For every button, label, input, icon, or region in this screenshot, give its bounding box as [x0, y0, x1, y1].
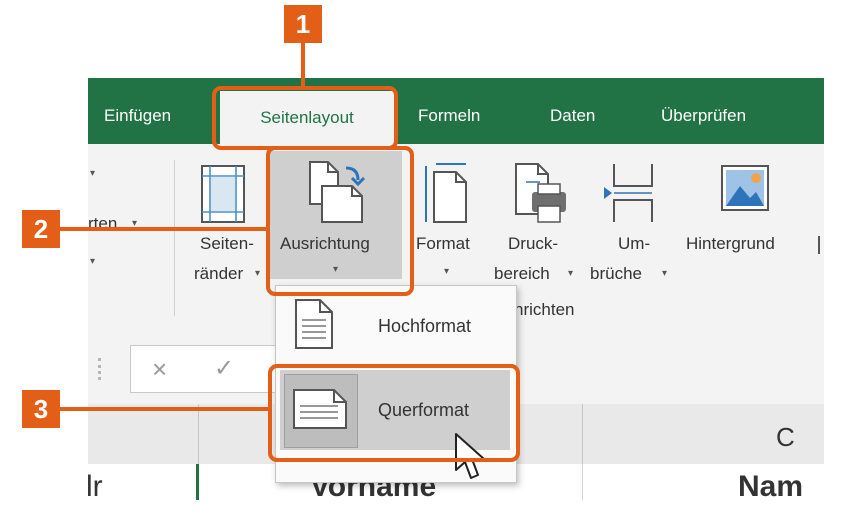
margins-label-line2: ränder: [194, 264, 244, 283]
ribbon-group-separator: [174, 160, 175, 316]
callout-line-2: [60, 227, 266, 231]
breaks-icon[interactable]: [602, 162, 658, 226]
orientation-icon[interactable]: [306, 160, 370, 226]
highlight-querformat: [268, 364, 520, 462]
chevron-down-icon[interactable]: ▾: [90, 256, 96, 267]
breaks-label-line1: Um-: [618, 234, 651, 253]
tab-einfuegen[interactable]: Einfügen: [104, 106, 172, 125]
tab-seitenlayout[interactable]: Seitenlayout: [220, 91, 394, 144]
ribbon-partial-edge: [818, 236, 820, 254]
print-area-label-line1: Druck-: [508, 234, 559, 253]
column-divider: [582, 404, 583, 464]
dropdown-item-label: Querformat: [378, 400, 470, 420]
margins-icon[interactable]: [194, 164, 252, 226]
selected-cell-border: [196, 464, 199, 500]
chevron-down-icon[interactable]: ▾: [90, 168, 96, 179]
dropdown-item-label: Hochformat: [378, 316, 472, 336]
chevron-down-icon[interactable]: ▾: [568, 268, 574, 279]
callout-line-1: [301, 43, 305, 86]
chevron-down-icon[interactable]: ▾: [444, 266, 450, 277]
print-area-label-line2: bereich: [494, 264, 550, 283]
ribbon-partial-left-label[interactable]: rten: [88, 214, 118, 233]
column-divider: [198, 404, 199, 464]
portrait-page-icon: [294, 298, 334, 350]
column-header-c[interactable]: C: [776, 422, 795, 452]
callout-badge-2: 2: [22, 210, 60, 248]
chevron-down-icon[interactable]: ▾: [333, 264, 339, 275]
tab-daten[interactable]: Daten: [550, 106, 596, 125]
format-label: Format: [416, 234, 470, 253]
landscape-page-icon: [292, 388, 348, 430]
breaks-label-line2: brüche: [590, 264, 642, 283]
chevron-down-icon[interactable]: ▾: [132, 218, 138, 229]
cell-partial-left[interactable]: lr: [88, 470, 103, 500]
tab-formeln[interactable]: Formeln: [418, 106, 481, 125]
callout-line-3: [60, 407, 268, 411]
excel-window: Einfügen Seitenlayout Formeln Daten Über…: [88, 78, 824, 500]
print-area-icon[interactable]: [510, 162, 570, 226]
page-size-icon[interactable]: [422, 162, 470, 226]
chevron-down-icon[interactable]: ▾: [255, 268, 261, 279]
cell-partial-right[interactable]: Nam: [738, 470, 804, 500]
chevron-down-icon[interactable]: ▾: [662, 268, 668, 279]
callout-badge-1: 1: [284, 5, 322, 43]
ribbon-group-label: nrichten: [514, 300, 575, 319]
highlight-orientation-button: [266, 146, 414, 296]
margins-label-line1: Seiten-: [200, 234, 254, 253]
highlight-tab-seitenlayout: [212, 86, 398, 150]
grip-handle[interactable]: [98, 358, 104, 380]
cancel-icon[interactable]: ×: [152, 354, 168, 384]
enter-icon[interactable]: ✓: [214, 355, 235, 382]
background-image-icon[interactable]: [718, 162, 774, 218]
orientation-label: Ausrichtung: [280, 234, 370, 253]
callout-badge-3: 3: [22, 390, 60, 428]
cell-divider: [582, 464, 583, 500]
tab-ueberpruefen[interactable]: Überprüfen: [661, 106, 747, 125]
background-label: Hintergrund: [686, 234, 775, 253]
